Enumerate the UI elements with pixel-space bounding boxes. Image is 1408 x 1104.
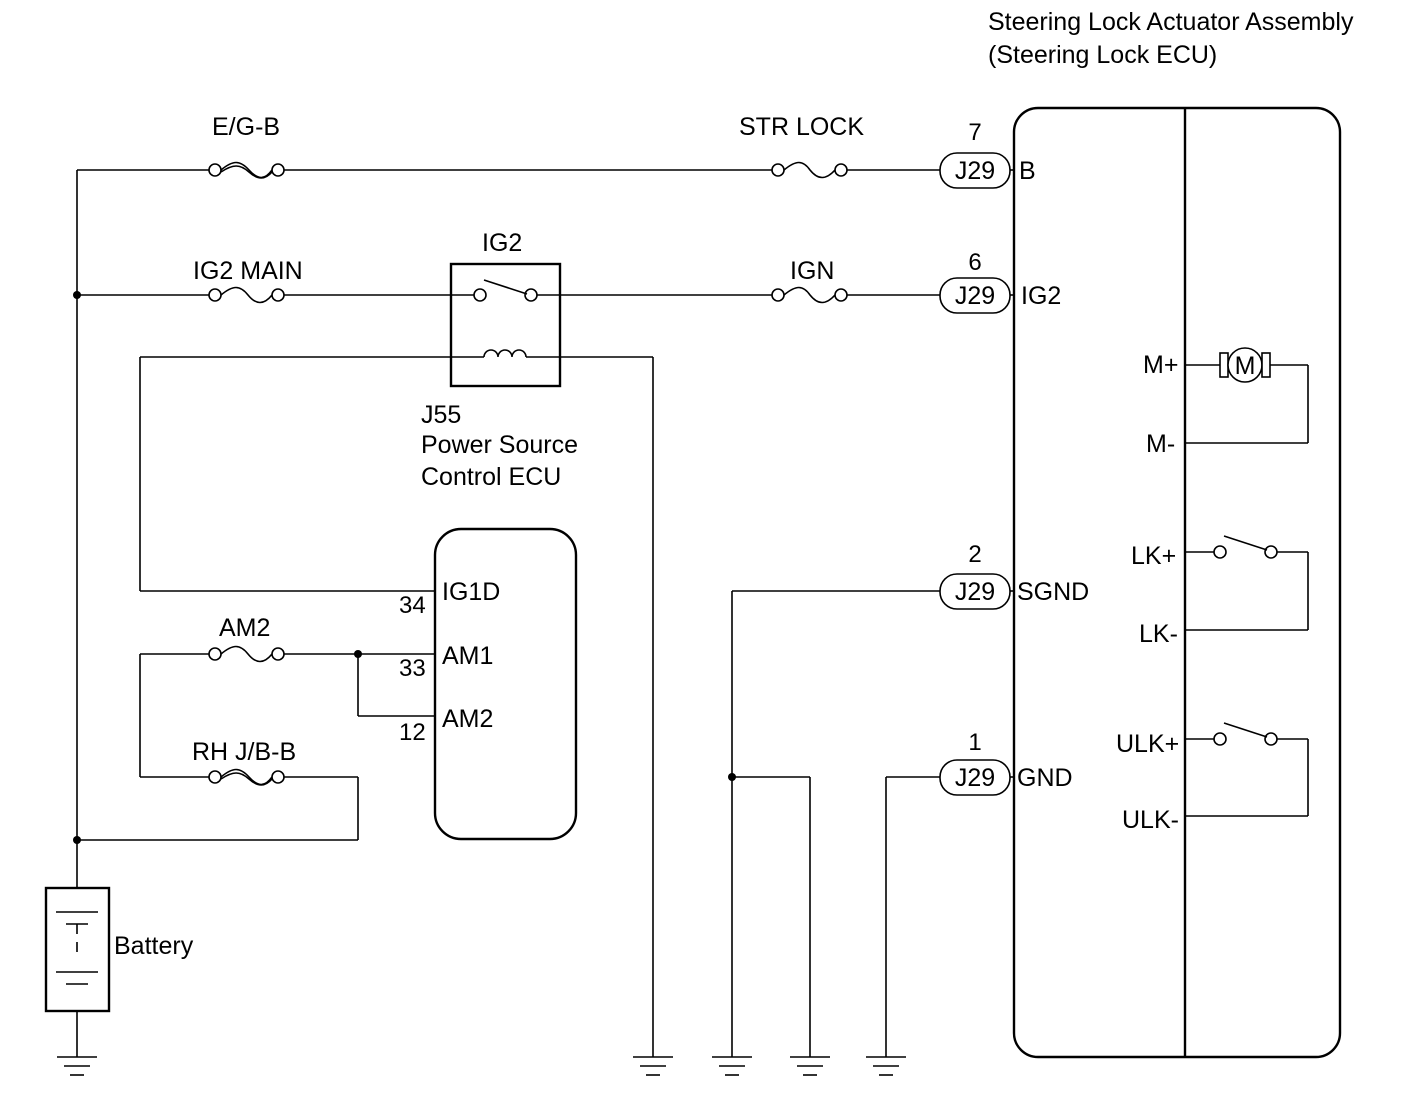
ecu-code: J55 (421, 401, 461, 429)
terminal-ulk-minus: ULK- (1122, 806, 1179, 834)
ground-symbol (632, 1056, 674, 1076)
ecu-pin-am2-num: 12 (399, 719, 426, 746)
assembly-subtitle: (Steering Lock ECU) (988, 41, 1217, 69)
fuse-rh-jb-b-label: RH J/B-B (192, 738, 296, 766)
fuse-ign: IGN (771, 257, 848, 304)
sgnd-circuit (728, 590, 1014, 1057)
ecu-pin-am2-name: AM2 (442, 705, 493, 733)
fuse-eg-b-label: E/G-B (212, 113, 280, 141)
power-source-ecu: IG1D 34 AM1 33 AM2 12 (399, 527, 578, 841)
ground-symbol (789, 1056, 831, 1076)
connector-pin-number: 6 (968, 249, 981, 276)
fuse-ig2-main-label: IG2 MAIN (193, 257, 303, 285)
connector-pin-name: GND (1017, 764, 1073, 792)
terminal-m-minus: M- (1146, 430, 1175, 458)
connector-pin-number: 2 (968, 541, 981, 568)
ecu-pin-ig1d-name: IG1D (442, 578, 500, 606)
connector-pin-2: J29 2 SGND (939, 541, 1089, 610)
connector-pin-number: 1 (968, 729, 981, 756)
terminal-lk-minus: LK- (1139, 620, 1178, 648)
motor-icon: M (1235, 352, 1256, 380)
relay-coil-wiring (139, 356, 654, 1057)
fuse-am2: AM2 (208, 614, 285, 663)
ecu-name-line1: Power Source (421, 431, 578, 459)
motor-circuit: M M+ M- (1143, 347, 1309, 458)
relay-label: IG2 (482, 229, 522, 257)
connector-pin-1: J29 1 GND (939, 729, 1073, 796)
lock-switch-circuit: LK+ LK- (1131, 535, 1309, 648)
connector-pin-name: SGND (1017, 578, 1089, 606)
terminal-lk-plus: LK+ (1131, 542, 1176, 570)
connector-id: J29 (955, 157, 995, 185)
battery-bus (73, 170, 81, 888)
fuse-rh-jb-b: RH J/B-B (192, 738, 296, 786)
connector-pin-6: J29 6 IG2 (939, 249, 1061, 314)
ecu-name-line2: Control ECU (421, 463, 561, 491)
connector-id: J29 (955, 764, 995, 792)
gnd-circuit (885, 776, 1014, 1057)
battery-label: Battery (114, 932, 194, 960)
fuse-ign-label: IGN (790, 257, 834, 285)
connector-pin-name: B (1019, 157, 1036, 185)
relay-ecu-label: J55 Power Source Control ECU (421, 401, 578, 491)
assembly-title: Steering Lock Actuator Assembly (988, 8, 1354, 36)
terminal-ulk-plus: ULK+ (1116, 730, 1179, 758)
fuse-eg-b: E/G-B (208, 113, 285, 179)
fuse-am2-label: AM2 (219, 614, 270, 642)
connector-id: J29 (955, 578, 995, 606)
unlock-switch-circuit: ULK+ ULK- (1116, 722, 1309, 834)
steering-lock-actuator (1012, 106, 1342, 1059)
am-circuit (77, 650, 435, 841)
connector-pin-name: IG2 (1021, 282, 1061, 310)
ground-symbol (711, 1056, 753, 1076)
ecu-pin-ig1d-num: 34 (399, 592, 426, 619)
connector-pin-number: 7 (968, 119, 981, 146)
ecu-pin-am1-num: 33 (399, 655, 426, 682)
fuse-str-lock: STR LOCK (739, 113, 864, 179)
ig2-relay: IG2 (449, 229, 562, 388)
ground-symbol (56, 1056, 98, 1076)
ground-symbol (865, 1056, 907, 1076)
ecu-pin-am1-name: AM1 (442, 642, 493, 670)
fuse-str-lock-label: STR LOCK (739, 113, 864, 141)
fuse-ig2-main: IG2 MAIN (193, 257, 303, 304)
terminal-m-plus: M+ (1143, 351, 1178, 379)
battery: Battery (44, 886, 194, 1057)
connector-pin-7: J29 7 B (939, 119, 1036, 189)
connector-id: J29 (955, 282, 995, 310)
